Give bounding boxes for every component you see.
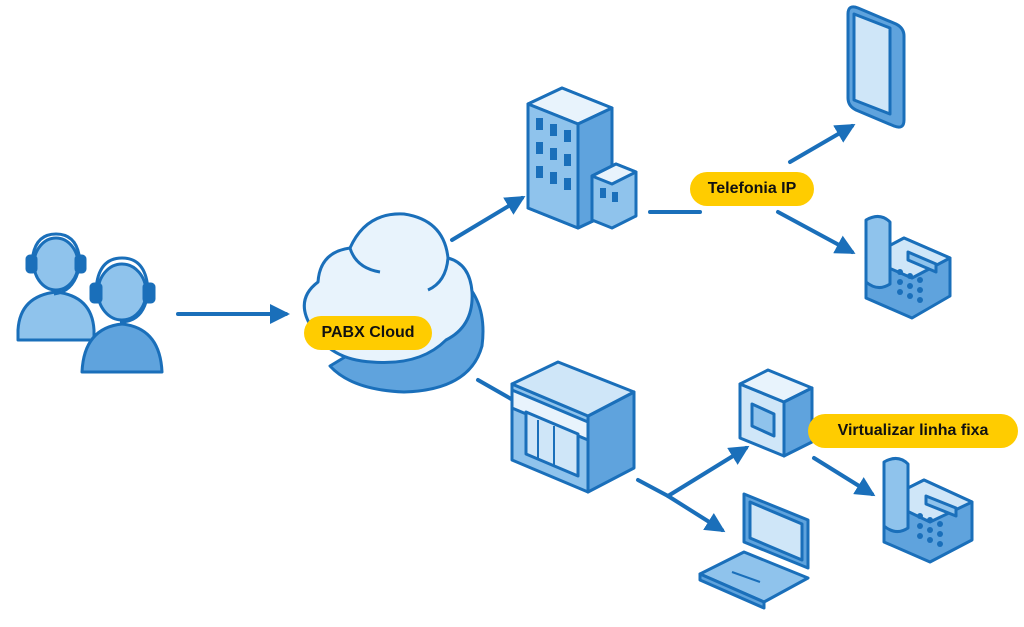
smartphone-icon bbox=[846, 5, 906, 129]
arrow-router-to-deskphone bbox=[812, 456, 876, 497]
connectors bbox=[176, 123, 876, 533]
office-building-icon bbox=[526, 86, 638, 230]
arrow-ip-to-deskphone bbox=[776, 210, 856, 254]
storefront-icon bbox=[510, 360, 636, 494]
arrow-ip-to-smartphone bbox=[788, 123, 856, 164]
laptop-icon bbox=[698, 492, 810, 610]
label-virtualizar-linha-fixa: Virtualizar linha fixa bbox=[808, 414, 1018, 448]
desk-phone-icon bbox=[882, 457, 974, 564]
label-pabx-cloud: PABX Cloud bbox=[304, 316, 432, 350]
cloud-icon bbox=[302, 212, 485, 394]
network-box-icon bbox=[738, 368, 814, 458]
arrow-to-router bbox=[666, 445, 750, 498]
label-telefonia-ip: Telefonia IP bbox=[690, 172, 814, 206]
headset-agents-icon bbox=[16, 232, 164, 374]
desk-phone-icon bbox=[864, 215, 952, 320]
line-store-to-devices bbox=[636, 478, 670, 498]
arrow-to-laptop bbox=[666, 494, 726, 533]
arrow-cloud-to-office bbox=[450, 195, 526, 242]
